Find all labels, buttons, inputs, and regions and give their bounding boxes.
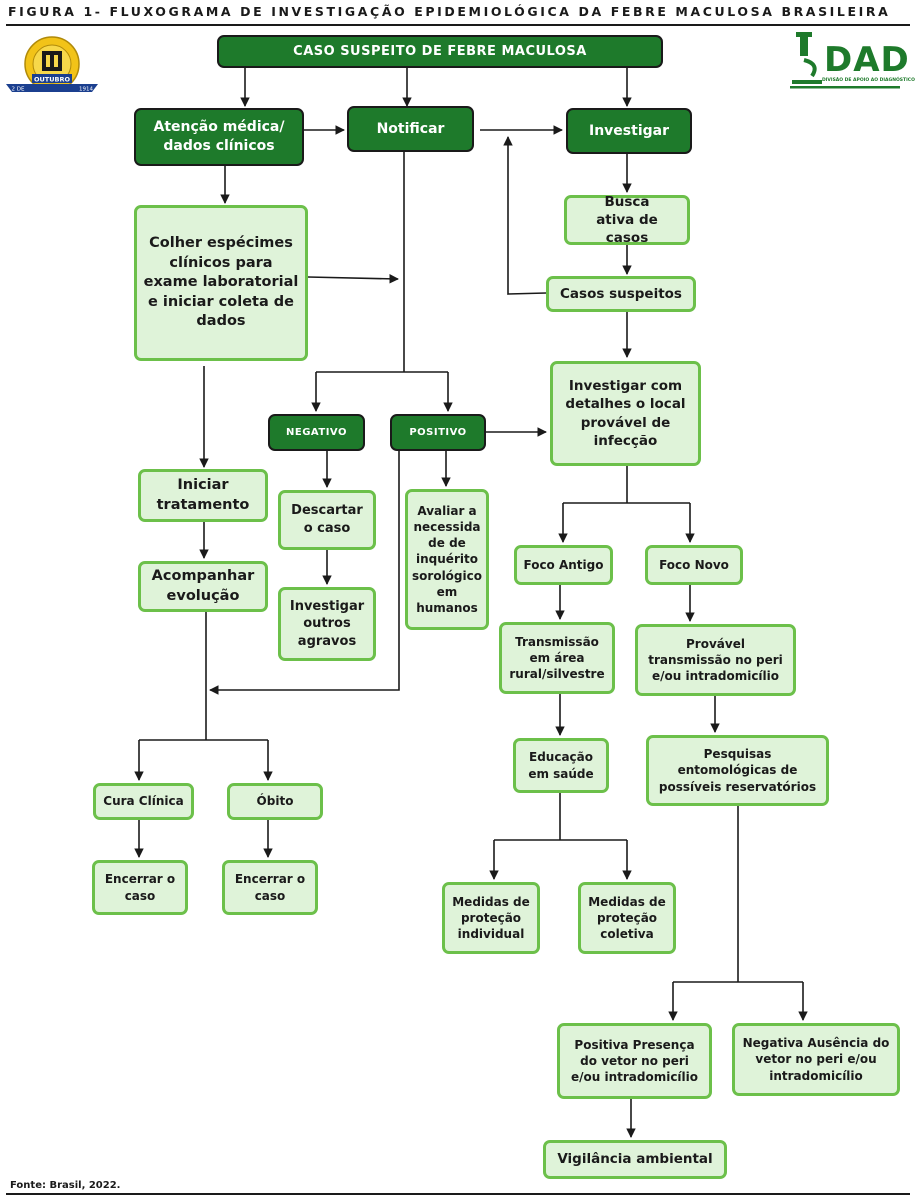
node-investigar-detalhes: Investigar com detalhes o local provável…: [550, 361, 701, 466]
node-vigilancia-ambiental: Vigilância ambiental: [543, 1140, 727, 1179]
title-divider: [6, 24, 910, 26]
node-atencao-medica: Atenção médica/ dados clínicos: [134, 108, 304, 166]
node-negativa-ausencia: Negativa Ausência do vetor no peri e/ou …: [732, 1023, 900, 1096]
node-encerrar-obito: Encerrar o caso: [222, 860, 318, 915]
node-caso-suspeito: CASO SUSPEITO DE FEBRE MACULOSA: [217, 35, 663, 68]
node-pesquisas: Pesquisas entomológicas de possíveis res…: [646, 735, 829, 806]
node-acompanhar: Acompanhar evolução: [138, 561, 268, 612]
figure-title: FIGURA 1- FLUXOGRAMA DE INVESTIGAÇÃO EPI…: [8, 4, 891, 19]
edge-positivo-return: [209, 447, 400, 695]
dad-logo-subtitle: DIVISÃO DE APOIO AO DIAGNÓSTICO: [822, 78, 915, 83]
node-descartar: Descartar o caso: [278, 490, 376, 550]
emblem-left-text: 2 DE: [12, 87, 25, 93]
dad-logo-icon: [790, 32, 900, 89]
edge-casos-loop: [503, 136, 547, 295]
node-negativo: NEGATIVO: [268, 414, 365, 451]
node-positivo: POSITIVO: [390, 414, 486, 451]
node-investigar-outros: Investigar outros agravos: [278, 587, 376, 661]
node-obito: Óbito: [227, 783, 323, 820]
node-cura-clinica: Cura Clínica: [93, 783, 194, 820]
node-investigar: Investigar: [566, 108, 692, 154]
node-foco-antigo: Foco Antigo: [514, 545, 613, 585]
node-iniciar-tratamento: Iniciar tratamento: [138, 469, 268, 522]
node-medidas-individual: Medidas de proteção individual: [442, 882, 540, 954]
node-medidas-coletiva: Medidas de proteção coletiva: [578, 882, 676, 954]
source-caption: Fonte: Brasil, 2022.: [10, 1180, 121, 1191]
node-casos-suspeitos: Casos suspeitos: [546, 276, 696, 312]
node-avaliar: Avaliar a necessida de de inquérito soro…: [405, 489, 489, 630]
node-educacao: Educação em saúde: [513, 738, 609, 793]
node-colher-especimes: Colher espécimes clínicos para exame lab…: [134, 205, 308, 361]
emblem-banner-text: OUTUBRO: [34, 76, 70, 84]
node-encerrar-cura: Encerrar o caso: [92, 860, 188, 915]
edge-colher-trunk: [307, 274, 399, 284]
node-provavel-transmissao: Provável transmissão no peri e/ou intrad…: [635, 624, 796, 696]
dad-logo-text: DAD: [824, 40, 910, 80]
emblem-right-text: 1914: [79, 87, 93, 93]
municipal-emblem-icon: OUTUBRO 2 DE 1914: [6, 36, 98, 93]
node-positiva-presenca: Positiva Presença do vetor no peri e/ou …: [557, 1023, 712, 1099]
node-transmissao-rural: Transmissão em área rural/silvestre: [499, 622, 615, 694]
node-foco-novo: Foco Novo: [645, 545, 743, 585]
node-notificar: Notificar: [347, 106, 474, 152]
bottom-divider: [6, 1193, 910, 1195]
node-busca-ativa: Busca ativa de casos: [564, 194, 690, 246]
